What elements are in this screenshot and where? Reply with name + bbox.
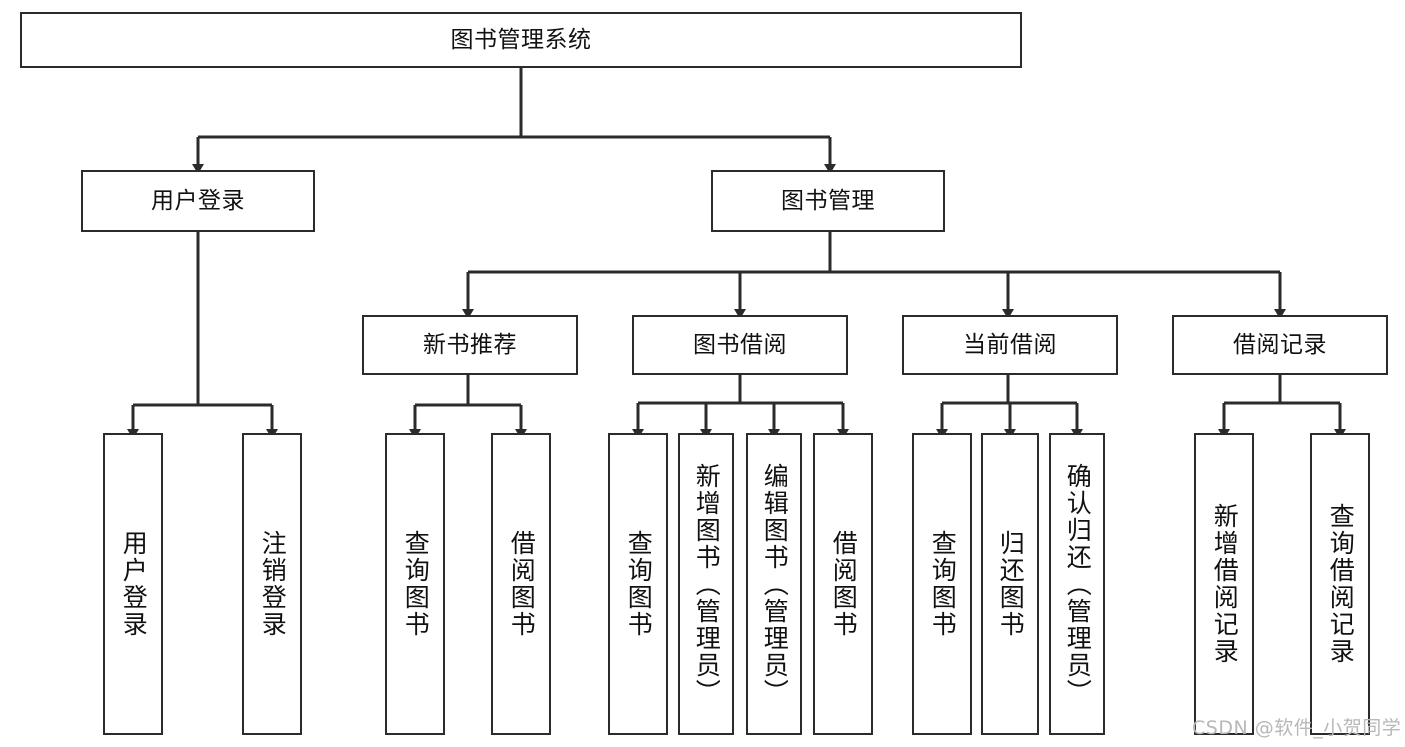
node-book-manage[interactable]: 图书管理: [711, 170, 945, 232]
node-leaf-return-book-label: 归还图书: [996, 530, 1026, 638]
node-current-borrow-label: 当前借阅: [963, 331, 1057, 358]
node-user-login[interactable]: 用户登录: [81, 170, 315, 232]
node-new-book-recommend-label: 新书推荐: [423, 331, 517, 358]
node-leaf-return-book[interactable]: 归还图书: [981, 433, 1039, 735]
node-leaf-add-book[interactable]: 新增图书（管理员）: [678, 433, 734, 735]
node-root-label: 图书管理系统: [450, 26, 592, 53]
node-leaf-logout-login-label: 注销登录: [258, 530, 288, 638]
node-borrow-record[interactable]: 借阅记录: [1172, 315, 1388, 375]
node-leaf-query-book-1-label: 查询图书: [401, 530, 431, 638]
node-leaf-edit-book-label: 编辑图书（管理员）: [760, 462, 790, 706]
node-leaf-borrow-book-2-label: 借阅图书: [829, 530, 859, 638]
node-leaf-query-book-3-label: 查询图书: [928, 530, 958, 638]
node-leaf-query-book-1[interactable]: 查询图书: [385, 433, 445, 735]
node-leaf-borrow-book-2[interactable]: 借阅图书: [813, 433, 873, 735]
node-leaf-add-record-label: 新增借阅记录: [1210, 503, 1240, 665]
node-leaf-confirm-return-label: 确认归还（管理员）: [1063, 462, 1093, 706]
node-leaf-borrow-book-1-label: 借阅图书: [507, 530, 537, 638]
node-root[interactable]: 图书管理系统: [20, 12, 1022, 68]
node-current-borrow[interactable]: 当前借阅: [902, 315, 1118, 375]
node-book-manage-label: 图书管理: [781, 187, 875, 214]
node-leaf-user-login-label: 用户登录: [119, 530, 149, 638]
node-leaf-edit-book[interactable]: 编辑图书（管理员）: [746, 433, 802, 735]
node-leaf-add-record[interactable]: 新增借阅记录: [1194, 433, 1254, 735]
node-leaf-query-book-3[interactable]: 查询图书: [912, 433, 972, 735]
node-user-login-label: 用户登录: [151, 187, 245, 214]
node-borrow-record-label: 借阅记录: [1233, 331, 1327, 358]
node-leaf-query-record[interactable]: 查询借阅记录: [1310, 433, 1370, 735]
node-leaf-query-book-2-label: 查询图书: [624, 530, 654, 638]
node-book-borrow[interactable]: 图书借阅: [632, 315, 848, 375]
node-new-book-recommend[interactable]: 新书推荐: [362, 315, 578, 375]
node-leaf-user-login[interactable]: 用户登录: [103, 433, 163, 735]
node-book-borrow-label: 图书借阅: [693, 331, 787, 358]
node-leaf-borrow-book-1[interactable]: 借阅图书: [491, 433, 551, 735]
node-leaf-confirm-return[interactable]: 确认归还（管理员）: [1049, 433, 1105, 735]
node-leaf-query-book-2[interactable]: 查询图书: [608, 433, 668, 735]
node-leaf-query-record-label: 查询借阅记录: [1326, 503, 1356, 665]
node-leaf-logout-login[interactable]: 注销登录: [242, 433, 302, 735]
node-leaf-add-book-label: 新增图书（管理员）: [692, 462, 722, 706]
